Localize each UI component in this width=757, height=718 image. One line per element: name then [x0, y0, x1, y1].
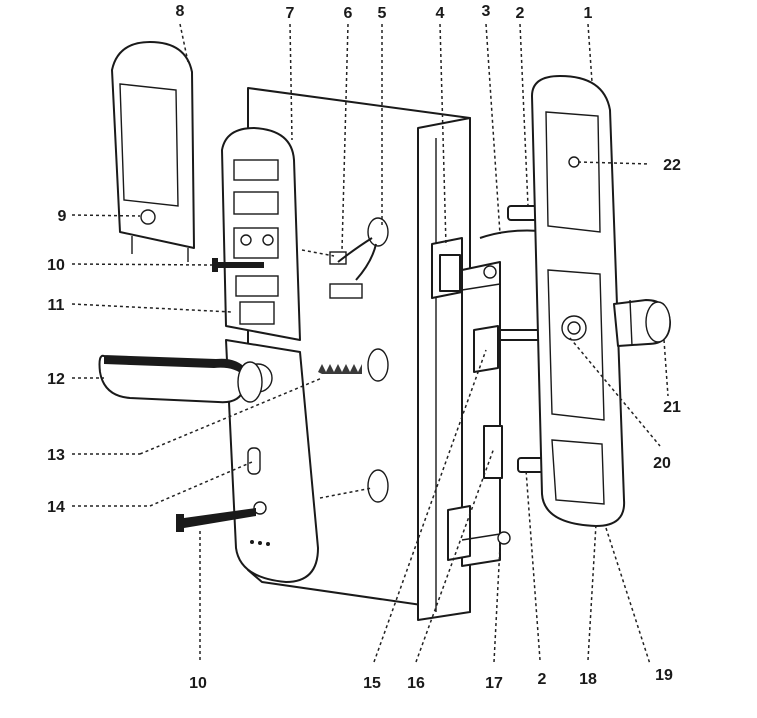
callout-21: 21 — [663, 399, 681, 416]
callout-13: 13 — [47, 447, 65, 464]
rear-plate — [531, 75, 626, 527]
callout-10-bottom: 10 — [189, 675, 207, 692]
callout-3: 3 — [482, 3, 491, 20]
callout-8: 8 — [176, 3, 185, 20]
callout-17: 17 — [485, 675, 503, 692]
callout-19: 19 — [655, 667, 673, 684]
callout-5: 5 — [378, 5, 387, 22]
callout-4: 4 — [436, 5, 445, 22]
callout-12: 12 — [47, 371, 65, 388]
front-display-cover — [111, 41, 195, 262]
screw-top — [212, 258, 264, 272]
cable-harness — [329, 237, 377, 299]
callout-labels: 1 2 3 4 5 6 7 8 22 9 10 11 12 13 14 21 2… — [47, 3, 681, 692]
leader-lines — [71, 23, 669, 665]
callout-6: 6 — [344, 5, 353, 22]
front-lock-body — [221, 127, 301, 341]
screw-bottom — [176, 508, 256, 532]
callout-9: 9 — [58, 208, 67, 225]
front-lever-handle — [98, 354, 263, 404]
callout-1: 1 — [584, 5, 593, 22]
callout-15: 15 — [363, 675, 381, 692]
spring — [318, 364, 362, 374]
callout-22: 22 — [663, 157, 681, 174]
callout-7: 7 — [286, 5, 295, 22]
callout-14: 14 — [47, 499, 65, 516]
callout-10-top: 10 — [47, 257, 65, 274]
callout-16: 16 — [407, 675, 425, 692]
rear-thumb-knob — [613, 299, 671, 347]
mortise-lock-body — [431, 237, 511, 567]
callout-18: 18 — [579, 671, 597, 688]
callout-11: 11 — [48, 297, 65, 314]
callout-20: 20 — [653, 455, 671, 472]
callout-2-bottom: 2 — [538, 671, 547, 688]
callout-2-top: 2 — [516, 5, 525, 22]
